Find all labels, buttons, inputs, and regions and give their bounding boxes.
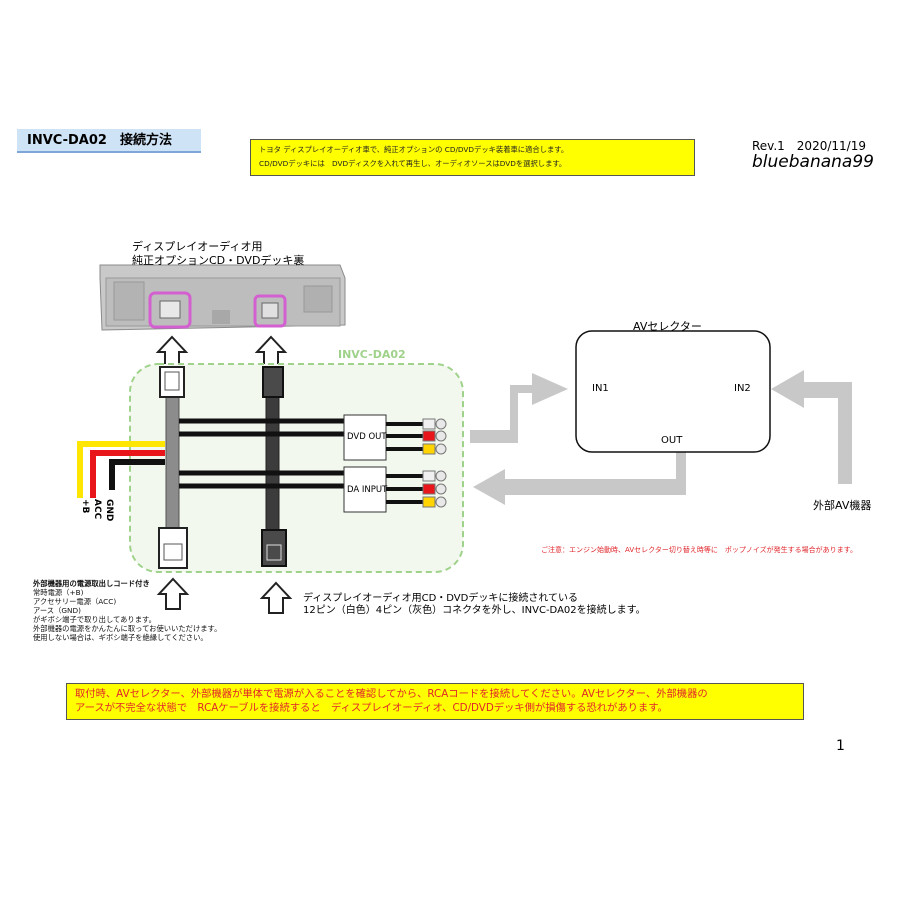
page-title: INVC-DA02 接続方法 xyxy=(17,129,201,153)
signal-arrows xyxy=(470,370,852,505)
power-cord-line: 常時電源（+B) xyxy=(33,588,84,597)
dvd-out-box xyxy=(343,414,387,461)
external-to-in2-arrow xyxy=(771,370,852,484)
connector-4pin-highlight xyxy=(253,294,287,328)
plus-b-label: +B xyxy=(80,499,90,514)
connection-note-line2: 12ピン（白色）4ピン（灰色）コネクタを外し、INVC-DA02を接続します。 xyxy=(303,605,646,616)
up-arrows-bottom xyxy=(156,577,293,614)
out-label: OUT xyxy=(661,435,683,446)
in1-label: IN1 xyxy=(592,383,609,394)
page-number: 1 xyxy=(836,738,845,754)
rca-plugs-in xyxy=(422,470,447,508)
adapter-label: INVC-DA02 xyxy=(338,348,406,361)
gnd-label: GND xyxy=(104,499,114,522)
up-arrow-icon xyxy=(156,577,190,610)
out-to-in1-arrow xyxy=(470,373,568,443)
power-cord-line: 外部機器の電源をかんたんに取ってお使いいただけます。 xyxy=(33,624,222,633)
power-cord-line: アース（GND) xyxy=(33,606,81,615)
dvd-out-label: DVD OUT xyxy=(347,432,387,442)
rca-plugs-out xyxy=(422,418,447,455)
acc-label: ACC xyxy=(92,499,102,520)
compatibility-notice: トヨタ ディスプレイオーディオ車で、純正オプションの CD/DVDデッキ装着車に… xyxy=(250,139,695,176)
selector-out-to-da-input-arrow xyxy=(473,452,686,505)
external-av-label: 外部AV機器 xyxy=(813,499,872,512)
up-arrow-icon xyxy=(259,581,293,614)
notice-line-1: トヨタ ディスプレイオーディオ車で、純正オプションの CD/DVDデッキ装着車に… xyxy=(259,145,569,154)
da-input-box xyxy=(343,466,387,513)
up-arrow-icon xyxy=(155,335,189,367)
warning-line-2: アースが不完全な状態で RCAケーブルを接続すると ディスプレイオーディオ、CD… xyxy=(75,702,668,714)
up-arrow-icon xyxy=(254,335,288,367)
pop-noise-caution: ご注意：エンジン始動時、AVセレクター切り替え時等に ポップノイズが発生する場合… xyxy=(541,546,857,554)
connection-note-line1: ディスプレイオーディオ用CD・DVDデッキに接続されている xyxy=(303,593,579,604)
power-wires xyxy=(77,441,165,498)
revision-date: Rev.1 2020/11/19 xyxy=(752,139,866,153)
power-cord-line: 使用しない場合は、ギボシ端子を絶縁してください。 xyxy=(33,633,208,642)
installation-warning: 取付時、AVセレクター、外部機器が単体で電源が入ることを確認してから、RCAコー… xyxy=(66,683,804,720)
deck-label-line1: ディスプレイオーディオ用 xyxy=(132,240,263,253)
connector-12pin-highlight xyxy=(148,291,192,329)
av-selector-label: AVセレクター xyxy=(633,320,702,333)
up-arrows-to-deck xyxy=(155,335,288,367)
power-cord-line: がギボシ端子で取り出してあります。 xyxy=(33,615,156,624)
notice-line-2: CD/DVDデッキには DVDディスクを入れて再生し、オーディオソースはDVDを… xyxy=(259,159,567,168)
power-cord-line: アクセサリー電源（ACC) xyxy=(33,597,117,606)
deck-label-line2: 純正オプションCD・DVDデッキ裏 xyxy=(132,254,305,267)
warning-line-1: 取付時、AVセレクター、外部機器が単体で電源が入ることを確認してから、RCAコー… xyxy=(75,688,708,700)
power-cord-title: 外部機器用の電源取出しコード付き xyxy=(33,579,150,588)
in2-label: IN2 xyxy=(734,383,751,394)
cd-dvd-deck xyxy=(99,264,346,331)
author-name: bluebanana99 xyxy=(752,152,874,172)
da-input-label: DA INPUT xyxy=(347,485,388,495)
av-selector-box xyxy=(575,330,771,453)
top-4pin-connector xyxy=(262,366,284,398)
